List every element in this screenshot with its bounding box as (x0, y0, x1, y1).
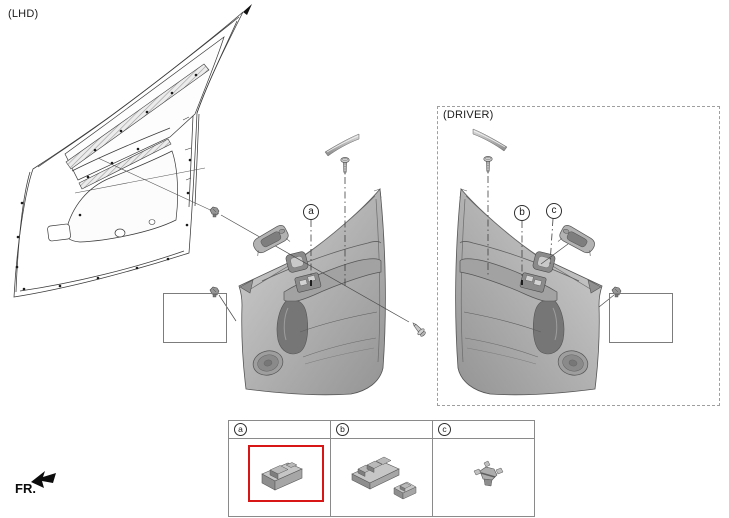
retainer-clip-door (209, 206, 220, 218)
highlight-box-part-a (248, 445, 324, 502)
belt-strip (78, 138, 172, 190)
driver-label: (DRIVER) (443, 109, 494, 121)
window-run-strip (65, 63, 210, 170)
legend-header-a: a (234, 423, 247, 436)
part-label-box-lhd (163, 293, 227, 343)
leader-diagonal-lhd (220, 214, 410, 323)
screw-lhd (340, 157, 350, 175)
driver-variant-box (437, 106, 720, 406)
callout-b[interactable]: b (514, 205, 530, 221)
fr-label: FR. (15, 481, 36, 496)
lhd-label: (LHD) (8, 8, 39, 20)
part-label-box-driver (609, 293, 673, 343)
legend-cell-a[interactable]: a (229, 421, 330, 516)
apex-arrow-icon (243, 4, 252, 15)
leader-lines (218, 176, 615, 323)
legend-cell-b[interactable]: b (330, 421, 432, 516)
door-leader-lines (74, 157, 220, 215)
legend-part-c-thumbnail (473, 460, 504, 487)
legend-header-b: b (336, 423, 349, 436)
sail-garnish-lhd (324, 133, 360, 157)
fr-direction-arrow-icon (31, 471, 56, 488)
callout-c[interactable]: c (546, 203, 562, 219)
legend-part-a-thumbnail (261, 462, 303, 491)
door-frame-drawing (13, 4, 252, 298)
leader-bezel-driver (540, 243, 569, 265)
legend-part-b-thumbnail (351, 456, 400, 490)
legend-table: a b c (228, 420, 535, 517)
leader-box-lhd (218, 294, 237, 322)
callout-a[interactable]: a (303, 204, 319, 220)
push-pin (412, 322, 426, 337)
leader-box-driver (598, 294, 615, 308)
legend-header-c: c (438, 423, 451, 436)
legend-cell-c[interactable]: c (432, 421, 534, 516)
